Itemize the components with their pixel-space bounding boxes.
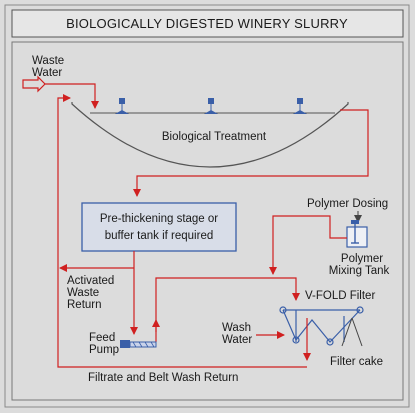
- vfold-filter-icon: [279, 306, 364, 346]
- polymer-mixing-tank-icon: [346, 220, 368, 248]
- aerator-icon: [293, 98, 307, 114]
- filtrate-return-label: Filtrate and Belt Wash Return: [88, 372, 238, 384]
- title-bar: [11, 9, 404, 38]
- polymer-mixing-label-2: Mixing Tank: [329, 265, 390, 277]
- vfold-filter-label: V-FOLD Filter: [305, 290, 375, 302]
- waste-water-label: Waste: [32, 55, 64, 67]
- aerator-icon: [115, 98, 129, 114]
- polymer-dosing-label: Polymer Dosing: [307, 198, 388, 210]
- activated-waste-return-label: Activated: [67, 275, 114, 287]
- activated-waste-return-label-3: Return: [67, 299, 102, 311]
- activated-waste-return-label-2: Waste: [67, 287, 99, 299]
- wash-water-label-2: Water: [222, 334, 252, 346]
- prethickening-label-2: buffer tank if required: [105, 230, 213, 242]
- feed-pump-label-2: Pump: [89, 344, 119, 356]
- content-frame: [11, 41, 404, 401]
- outer-frame: [4, 4, 410, 408]
- diagram-title: BIOLOGICALLY DIGESTED WINERY SLURRY: [66, 16, 348, 31]
- polymer-mixing-label: Polymer: [341, 253, 383, 265]
- waste-water-inlet-arrow-icon: [22, 75, 46, 93]
- filtrate-return-line: [57, 94, 307, 368]
- biological-treatment-basin: [71, 102, 349, 168]
- feed-pump-icon: [120, 340, 157, 348]
- waste-water-label-2: Water: [32, 67, 62, 79]
- wash-water-label: Wash: [222, 322, 251, 334]
- pump-discharge-line: [155, 277, 300, 342]
- biological-treatment-label: Biological Treatment: [162, 131, 267, 143]
- prethickening-tank: [81, 202, 237, 252]
- aerator-icon: [204, 98, 218, 114]
- inflow-line: [45, 83, 99, 109]
- basin-outflow-line: [133, 109, 369, 197]
- feed-pump-label: Feed: [89, 332, 115, 344]
- filter-cake-chute-icon: [341, 317, 363, 347]
- filter-cake-label: Filter cake: [330, 356, 383, 368]
- polymer-supply-line: [269, 215, 347, 275]
- prethickening-label: Pre-thickening stage or: [100, 213, 218, 225]
